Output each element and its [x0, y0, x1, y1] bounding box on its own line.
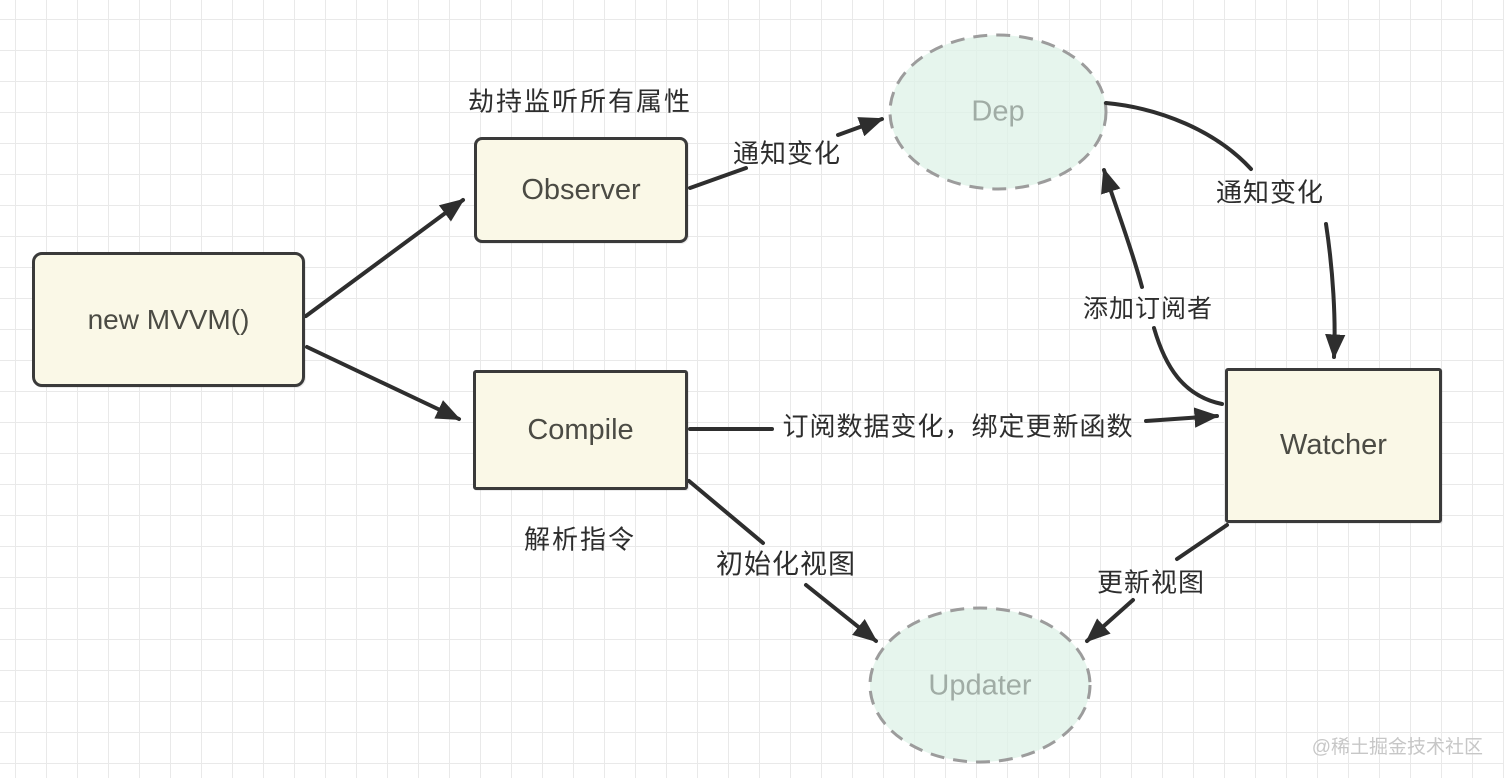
- edge-label-observer-to-dep: 通知变化: [732, 138, 842, 169]
- arrow-compile-to-watcher-head: [1144, 407, 1220, 428]
- arrow-mvvm-to-compile: [305, 345, 462, 421]
- node-mvvm: new MVVM(): [32, 252, 305, 387]
- dep-ellipse: [888, 33, 1108, 191]
- arrow-watcher-to-updater-segment: [1175, 523, 1229, 561]
- node-dep-label: Dep: [971, 95, 1025, 128]
- updater-ellipse: [868, 606, 1092, 764]
- arrow-mvvm-to-observer: [304, 198, 465, 318]
- edge-label-compile-to-watcher: 订阅数据变化，绑定更新函数: [782, 411, 1134, 442]
- node-mvvm-label: new MVVM(): [87, 303, 250, 335]
- node-compile-label: Compile: [527, 413, 634, 446]
- node-observer-label: Observer: [521, 173, 641, 206]
- arrow-watcher-to-dep-segment: [1152, 326, 1224, 406]
- edge-label-watcher-to-updater: 更新视图: [1096, 567, 1206, 598]
- note-compile: 解析指令: [523, 524, 637, 555]
- node-watcher: Watcher: [1225, 368, 1442, 523]
- arrow-dep-to-watcher-head: [1324, 222, 1346, 360]
- node-observer: Observer: [474, 137, 688, 243]
- node-updater-label: Updater: [928, 669, 1032, 702]
- arrow-compile-to-updater-segment: [687, 479, 765, 545]
- arrow-observer-to-dep-head: [836, 117, 885, 137]
- watermark: @稀土掘金技术社区: [1311, 737, 1483, 758]
- edge-label-watcher-to-dep: 添加订阅者: [1082, 295, 1214, 323]
- arrow-watcher-to-updater-head: [1085, 598, 1135, 643]
- arrow-dep-to-watcher-segment: [1104, 101, 1253, 171]
- note-observer: 劫持监听所有属性: [467, 86, 693, 117]
- arrow-watcher-to-dep-head: [1101, 167, 1144, 289]
- node-watcher-label: Watcher: [1280, 429, 1387, 461]
- arrow-compile-to-updater-head: [804, 583, 878, 643]
- arrow-observer-to-dep-segment: [688, 166, 748, 190]
- edge-label-dep-to-watcher: 通知变化: [1215, 177, 1325, 208]
- edge-label-compile-to-updater: 初始化视图: [716, 549, 856, 580]
- node-compile: Compile: [473, 370, 688, 490]
